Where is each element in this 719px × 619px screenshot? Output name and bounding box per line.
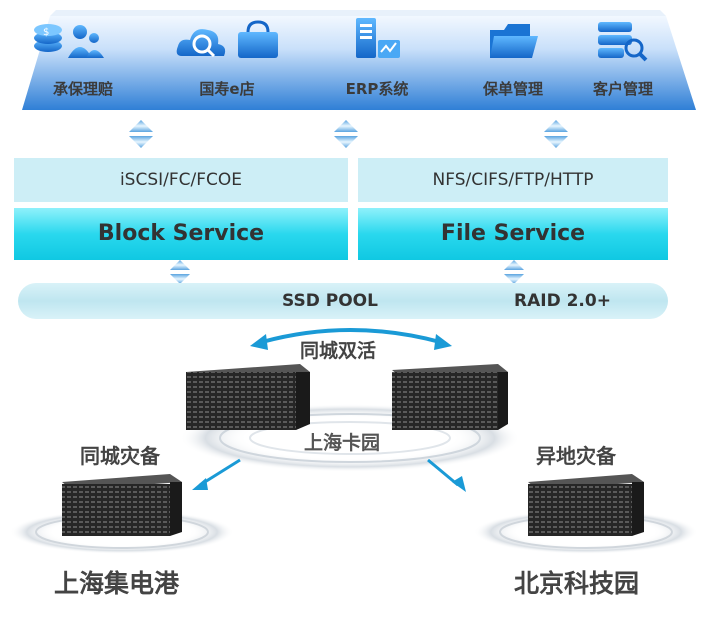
connector-arrows: [129, 120, 568, 284]
main-server-rack-left: [186, 364, 310, 430]
double-arrow-icon: [129, 120, 153, 148]
file-protocols: NFS/CIFS/FTP/HTTP: [358, 158, 668, 202]
app-label-underwriting: 承保理赔: [52, 80, 113, 98]
double-arrow-icon: [170, 260, 190, 284]
main-server-rack-right: [392, 364, 508, 430]
local-backup-label: 同城灾备: [80, 444, 160, 468]
remote-backup-arrow: [427, 458, 466, 492]
local-site-label: 上海集电港: [54, 569, 180, 598]
folder-icon: [490, 24, 538, 58]
money-users-icon: $: [34, 24, 104, 58]
svg-text:$: $: [43, 27, 49, 38]
datacenter-topology: [10, 328, 698, 554]
double-arrow-icon: [544, 120, 568, 148]
application-banner: $: [22, 10, 696, 110]
raid-label: RAID 2.0+: [514, 291, 611, 311]
block-service: Block Service: [14, 208, 348, 260]
remote-server-rack: [528, 474, 644, 536]
server-chart-icon: [356, 18, 400, 58]
storage-pool-bar: [18, 283, 668, 319]
app-label-erp: ERP系统: [345, 80, 409, 98]
remote-backup-label: 异地灾备: [536, 444, 616, 468]
double-arrow-icon: [504, 260, 524, 284]
file-service: File Service: [358, 208, 668, 260]
database-search-icon: [598, 22, 648, 62]
ssd-pool-label: SSD POOL: [282, 291, 378, 311]
block-protocols: iSCSI/FC/FCOE: [14, 158, 348, 202]
main-site-label: 上海卡园: [304, 432, 381, 454]
local-backup-arrow: [192, 458, 241, 490]
app-label-estore: 国寿e店: [199, 80, 255, 98]
local-server-rack: [62, 474, 182, 536]
active-active-label: 同城双活: [300, 340, 377, 362]
remote-site-label: 北京科技园: [514, 569, 640, 598]
app-label-policy: 保单管理: [482, 80, 543, 98]
app-label-customer: 客户管理: [592, 80, 653, 98]
cloud-shop-icon: [176, 20, 278, 58]
double-arrow-icon: [334, 120, 358, 148]
active-active-arrow: [250, 328, 452, 350]
